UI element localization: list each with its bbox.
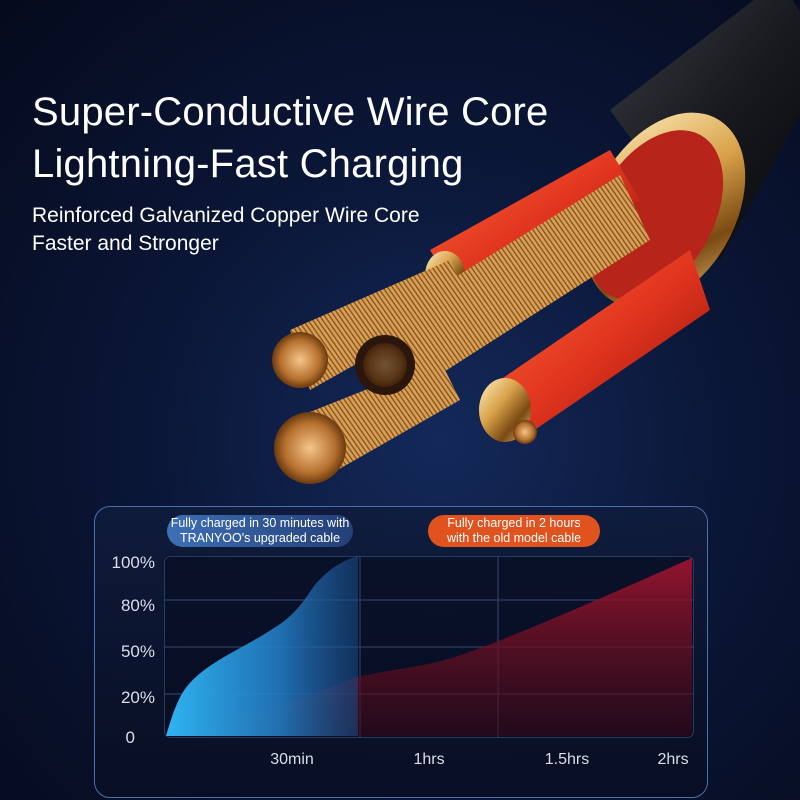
subheadline-line-1: Reinforced Galvanized Copper Wire Core: [32, 204, 420, 227]
y-tick-100: 100%: [111, 553, 155, 572]
x-tick-1hrs: 1hrs: [413, 751, 445, 768]
legend-new-cable-line-1: Fully charged in 30 minutes with: [170, 516, 350, 530]
headline-line-1: Super-Conductive Wire Core: [32, 90, 549, 134]
x-tick-30min: 30min: [270, 751, 314, 768]
y-tick-50: 50%: [120, 642, 155, 661]
series-new-cable-area: [166, 556, 358, 736]
subheadline-line-2: Faster and Stronger: [32, 232, 219, 255]
x-tick-2hrs: 2hrs: [657, 751, 689, 768]
x-tick-1-5hrs: 1.5hrs: [544, 751, 590, 768]
y-tick-80: 80%: [120, 596, 155, 615]
chart-plot-area: [164, 556, 694, 738]
headline: Super-Conductive Wire Core Lightning-Fas…: [32, 86, 549, 190]
headline-line-2: Lightning-Fast Charging: [32, 142, 464, 186]
legend-old-cable-line-1: Fully charged in 2 hours: [447, 516, 581, 530]
y-tick-0: 0: [125, 728, 135, 747]
legend-new-cable-line-2: TRANYOO's upgraded cable: [179, 531, 341, 545]
series-old-cable-area: [166, 558, 692, 736]
cable-illustration: [272, 0, 800, 484]
y-tick-20: 20%: [120, 688, 155, 707]
subheadline: Reinforced Galvanized Copper Wire Core F…: [32, 202, 420, 258]
legend-old-cable-line-2: with the old model cable: [446, 531, 582, 545]
